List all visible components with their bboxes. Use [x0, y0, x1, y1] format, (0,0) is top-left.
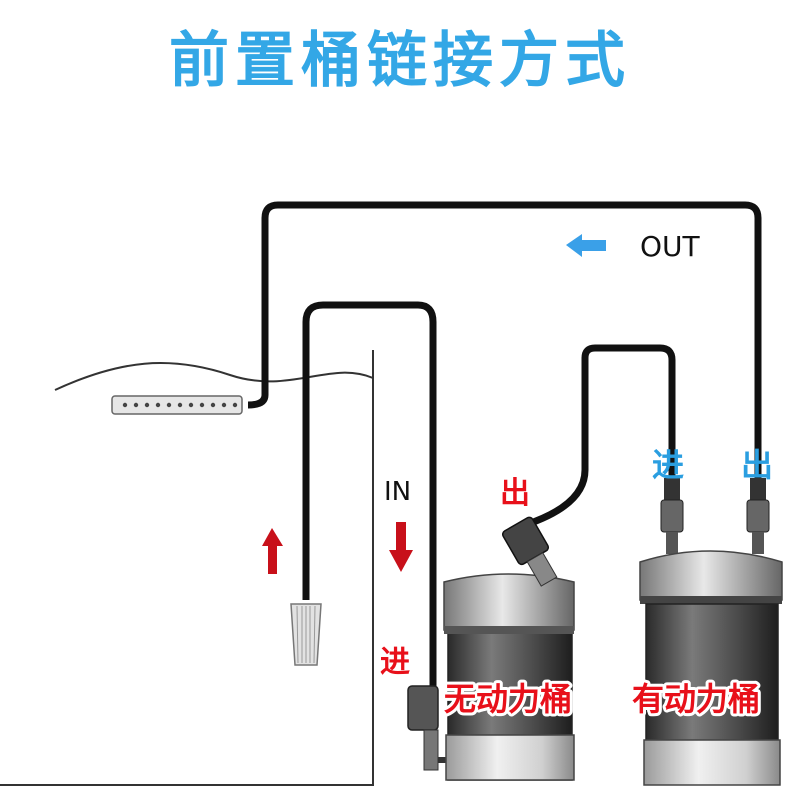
pre-filter-name-label: 无动力桶	[444, 680, 572, 718]
transfer-hose	[523, 344, 676, 529]
arrow-left-icon	[566, 234, 606, 257]
out-label: OUT	[640, 230, 701, 263]
pre-filter-out-label: 出	[500, 476, 530, 511]
water-surface	[54, 362, 374, 391]
intake-strainer	[290, 603, 322, 666]
main-filter-out-label: 出	[741, 446, 773, 484]
pre-filter-canister	[407, 516, 575, 781]
page-title: 前置桶链接方式	[169, 26, 631, 96]
outflow-hose	[247, 201, 762, 480]
arrow-up-icon	[262, 528, 283, 574]
main-filter-name-label: 有动力桶	[632, 680, 760, 718]
spray-bar	[111, 395, 243, 415]
arrow-down-icon	[389, 522, 413, 572]
main-filter-in-label: 进	[652, 446, 684, 484]
in-label: IN	[384, 477, 411, 507]
intake-hose	[302, 301, 437, 690]
main-filter-canister	[639, 478, 783, 786]
aquarium-tank	[0, 350, 374, 786]
pre-filter-in-label: 进	[380, 645, 410, 680]
